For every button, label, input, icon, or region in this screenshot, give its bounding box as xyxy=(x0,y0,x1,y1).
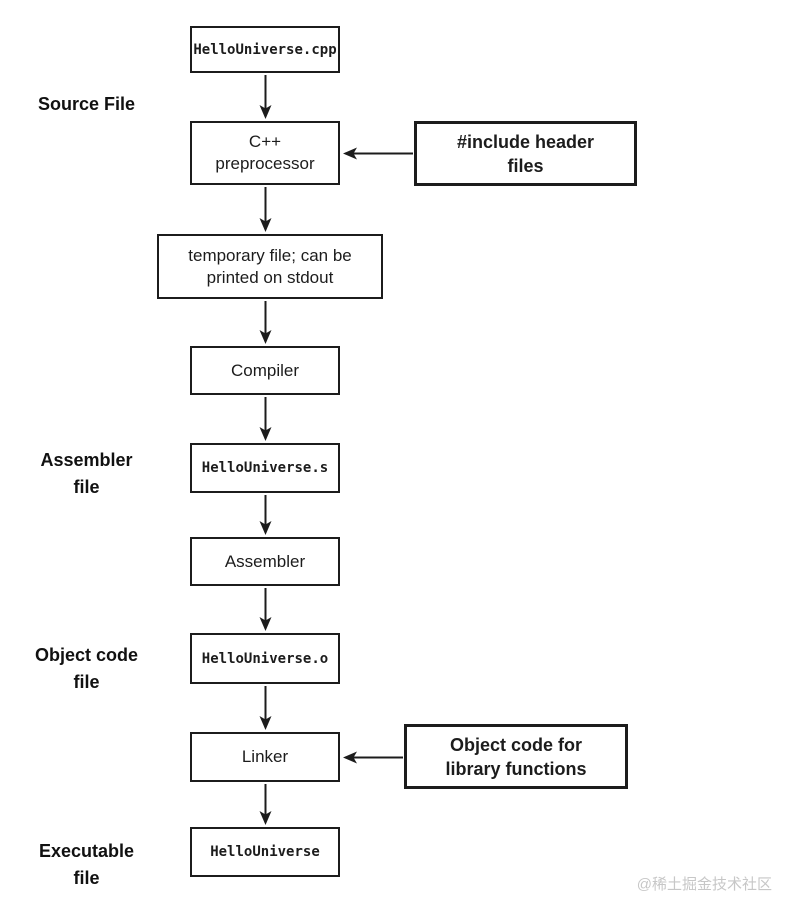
node-assembler-file: HelloUniverse.s xyxy=(190,443,340,493)
stage-label-assembler-file: Assembler file xyxy=(40,450,133,497)
stage-label-source-file: Source File xyxy=(37,94,136,114)
node-include-header-files: #include header files xyxy=(414,121,637,186)
node-temporary-file: temporary file; can be printed on stdout xyxy=(157,234,383,299)
node-library-object-code: Object code for library functions xyxy=(404,724,628,789)
watermark-text: @稀土掘金技术社区 xyxy=(636,876,772,893)
node-object-file: HelloUniverse.o xyxy=(190,633,340,684)
node-linker: Linker xyxy=(190,732,340,782)
node-assembler: Assembler xyxy=(190,537,340,586)
node-compiler: Compiler xyxy=(190,346,340,395)
node-cpp-preprocessor: C++ preprocessor xyxy=(190,121,340,185)
stage-label-executable-file: Executable file xyxy=(38,841,135,888)
stage-label-object-code-file: Object code file xyxy=(34,645,139,692)
node-executable-file: HelloUniverse xyxy=(190,827,340,877)
node-source-file: HelloUniverse.cpp xyxy=(190,26,340,73)
